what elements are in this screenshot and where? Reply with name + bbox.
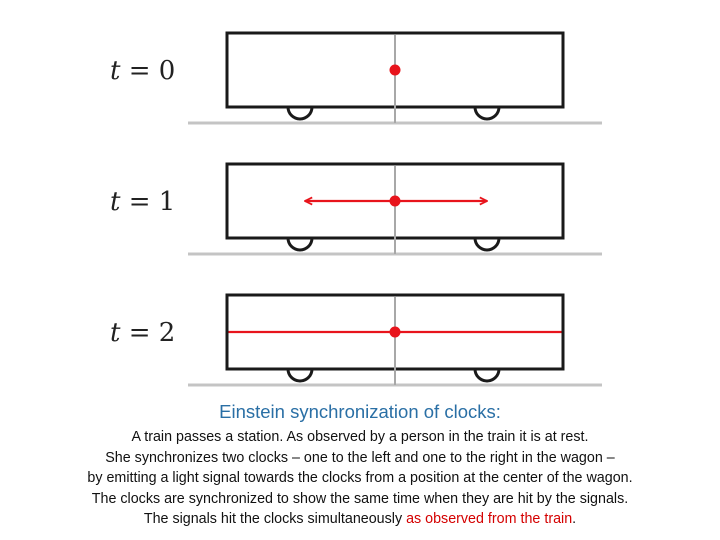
caption-line-5: The signals hit the clocks simultaneousl… (0, 509, 720, 530)
panel-2: t = 2 (110, 293, 602, 387)
time-variable: t (110, 187, 121, 217)
caption-title: Einstein synchronization of clocks: (219, 401, 501, 422)
train-diagram: t = 0t = 1t = 2 (110, 31, 602, 387)
time-value: = 1 (120, 187, 175, 217)
caption-line-2: She synchronizes two clocks – one to the… (105, 449, 615, 466)
caption-line-1: A train passes a station. As observed by… (131, 429, 589, 445)
panel-0: t = 0 (110, 31, 602, 125)
right-wheel (473, 237, 501, 252)
right-wheel (473, 106, 501, 121)
signal-source-dot (389, 326, 401, 338)
left-wheel (286, 106, 314, 121)
signal-source-dot (389, 64, 401, 76)
time-label: t = 0 (110, 56, 175, 86)
time-label: t = 2 (110, 318, 175, 348)
signal-source-dot (389, 195, 401, 207)
caption-line-5-prefix: The signals hit the clocks simultaneousl… (143, 511, 407, 527)
time-label: t = 1 (110, 187, 175, 217)
caption-highlight: as observed from the train (406, 511, 573, 527)
left-wheel (286, 368, 314, 383)
time-value: = 0 (120, 56, 175, 86)
caption: Einstein synchronization of clocks: A tr… (0, 400, 720, 530)
time-value: = 2 (120, 318, 175, 348)
time-variable: t (110, 318, 121, 348)
caption-line-3: by emitting a light signal towards the c… (87, 470, 633, 486)
caption-line-4: The clocks are synchronized to show the … (91, 490, 629, 507)
time-variable: t (110, 56, 121, 86)
left-wheel (286, 237, 314, 252)
right-wheel (473, 368, 501, 383)
panel-1: t = 1 (110, 162, 602, 256)
caption-line-5-suffix: . (572, 511, 577, 527)
